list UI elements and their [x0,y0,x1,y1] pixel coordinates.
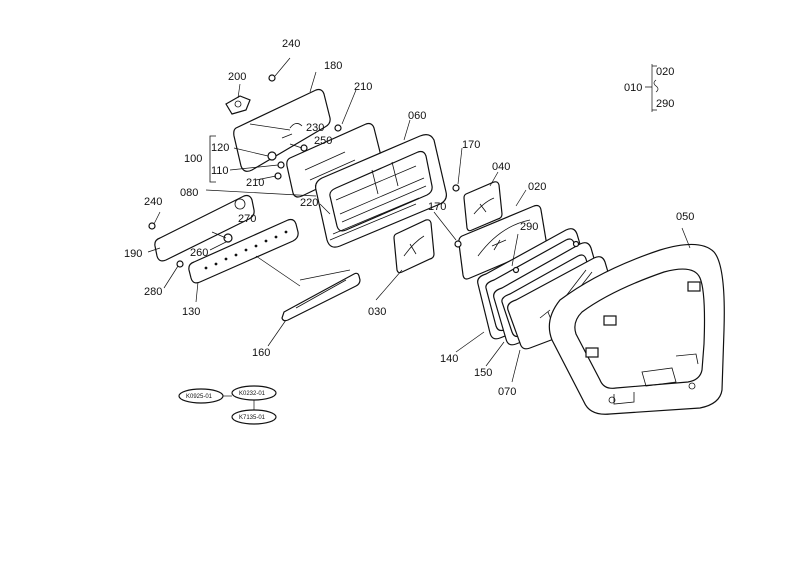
part-270-screw [211,231,233,243]
label-130: 130 [182,306,200,318]
label-220: 220 [300,197,318,209]
label-040: 040 [492,161,510,173]
part-030-gauge [393,219,435,274]
label-020: 020 [528,181,546,193]
label-290: 290 [520,221,538,233]
part-190-lens-strip [154,194,255,262]
ref-oval-3 [231,409,277,425]
part-240-screw-top [268,57,291,82]
label-280: 280 [144,286,162,298]
label-270: 270 [238,213,256,225]
label-160: 160 [252,347,270,359]
label-060: 060 [408,110,426,122]
part-240-screw-bottom [148,222,156,230]
label-030: 030 [368,306,386,318]
part-160-connector [281,269,361,322]
label-140: 140 [440,353,458,365]
label-080: 080 [180,187,198,199]
key-010: 010 [624,82,642,94]
label-110: 110 [211,165,229,177]
ref-text-3: K7135-01 [239,415,266,421]
label-120: 120 [211,142,229,154]
part-pcb-board [274,122,381,198]
label-200: 200 [228,71,246,83]
label-070: 070 [498,386,516,398]
ref-text-1: K0925-01 [186,394,213,400]
key-020: 020 [656,66,674,78]
label-190: 190 [124,248,142,260]
label-240-top: 240 [282,38,300,50]
part-130-terminal-strip [176,218,299,284]
reference-ovals: K0925-01 K0232-01 K7135-01 [178,385,277,425]
label-170-bottom: 170 [428,201,446,213]
label-260: 260 [190,247,208,259]
part-050-outer-hood [548,243,725,415]
label-240-bottom: 240 [144,196,162,208]
part-290-screw [512,240,580,274]
part-040-gauge [452,181,503,232]
part-060-housing [315,134,447,248]
label-210-bottom: 210 [246,177,264,189]
part-200-clip [225,95,251,115]
ref-text-2: K0232-01 [239,391,266,397]
label-150: 150 [474,367,492,379]
part-labels: 240 180 200 210 060 230 120 250 100 110 … [124,38,694,398]
label-230: 230 [306,122,324,134]
assembly-key: 010 020 290 [624,64,674,112]
key-290: 290 [656,98,674,110]
label-050: 050 [676,211,694,223]
label-180: 180 [324,60,342,72]
label-210-top: 210 [354,81,372,93]
leader-lines [147,71,691,383]
part-100-bracket-group [209,135,285,183]
part-180-cover-plate [233,88,331,172]
label-100: 100 [184,153,202,165]
label-170-top: 170 [462,139,480,151]
label-250: 250 [314,135,332,147]
